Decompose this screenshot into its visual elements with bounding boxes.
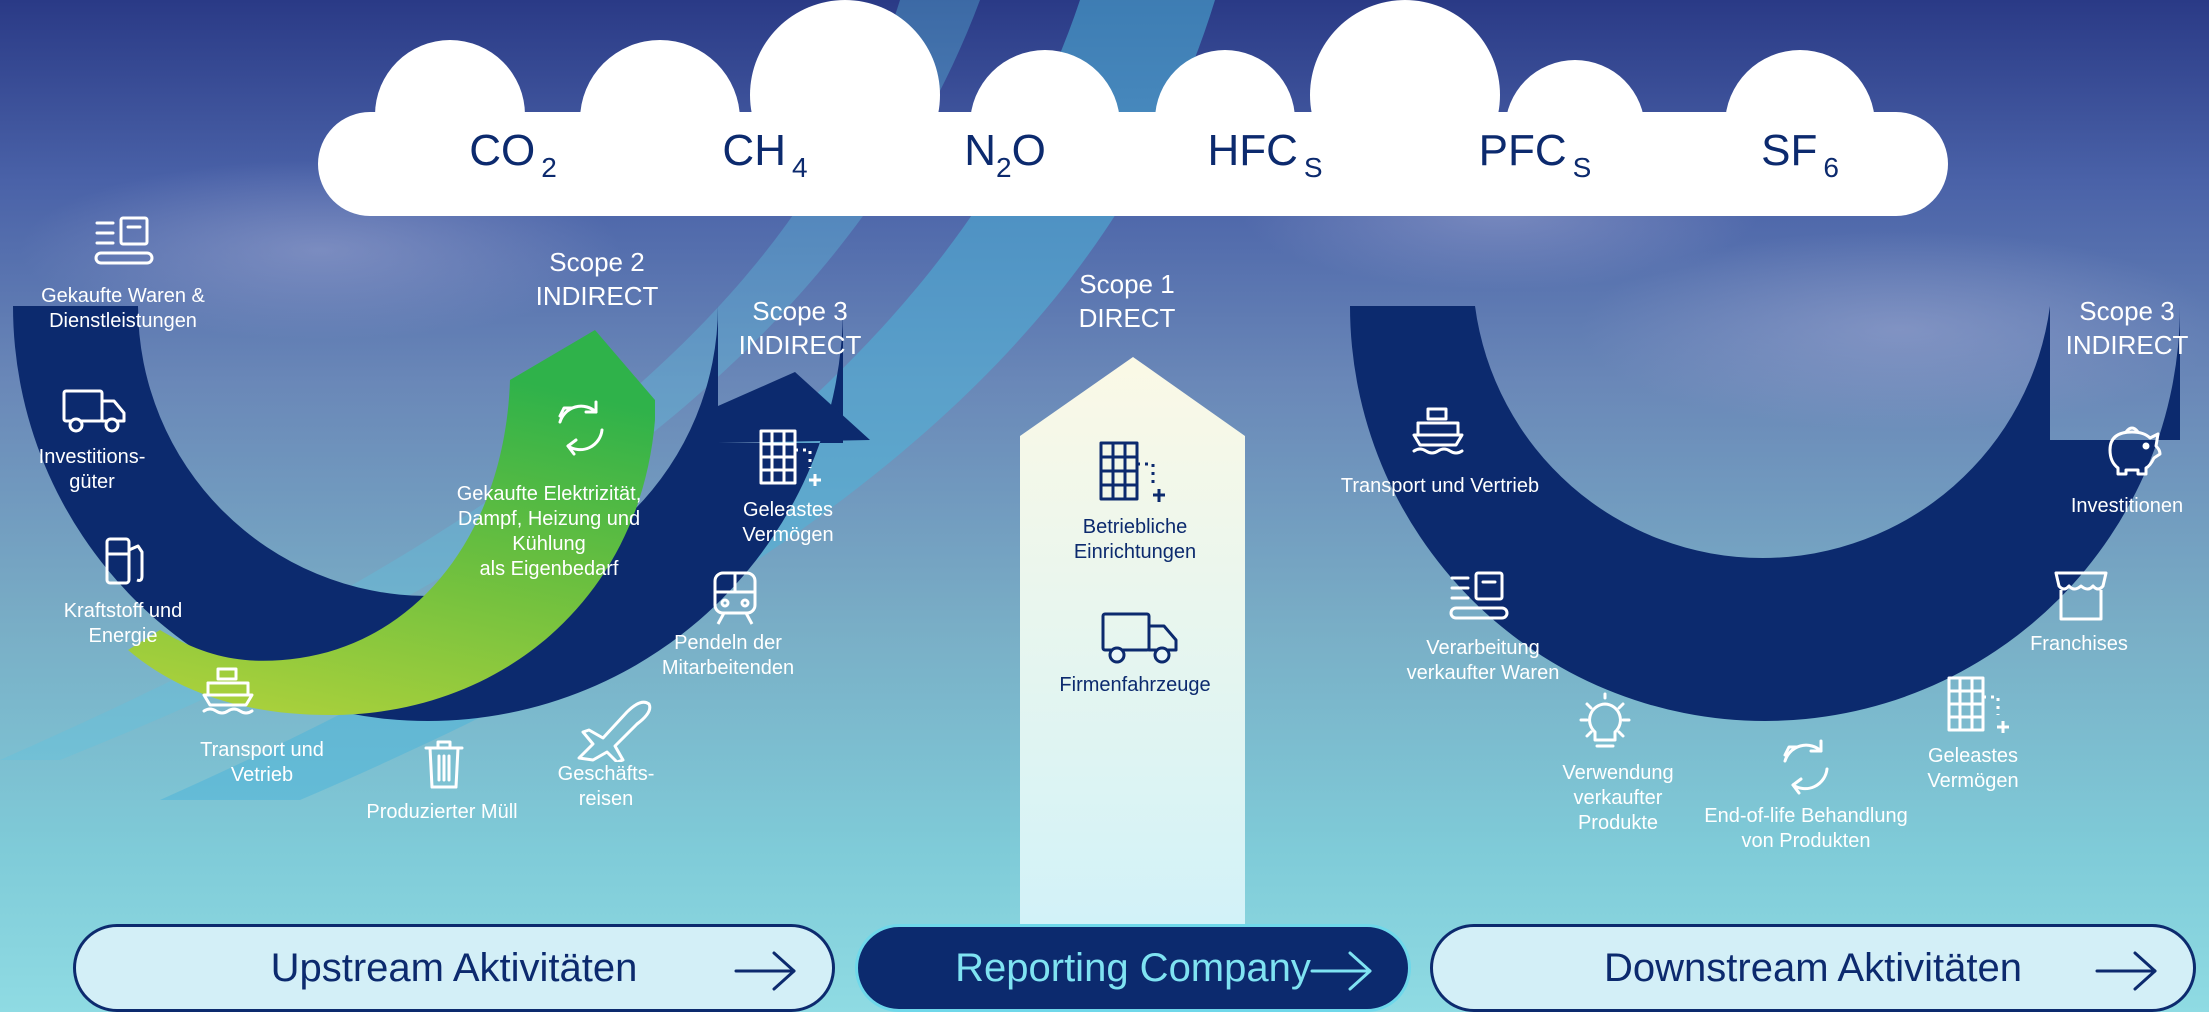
- recycle-icon: [558, 400, 604, 456]
- geleastes-upstream-label: Geleastes Vermögen: [742, 499, 834, 546]
- endoflife-label: End-of-life Behandlung von Produkten: [1704, 805, 1908, 852]
- building-plus-icon: [1099, 441, 1165, 502]
- transport-downstream-label: Transport und Vertrieb: [1340, 475, 1540, 497]
- fuel-pump-icon: [105, 537, 144, 585]
- upstream-ring: [13, 306, 843, 721]
- upstream-button[interactable]: Upstream Aktivitäten: [73, 924, 835, 1012]
- gas-cloud: [318, 0, 1948, 216]
- ship-icon: [202, 667, 254, 715]
- piggy-bank-icon: [2108, 426, 2162, 476]
- muell-label: Produzierter Müll: [366, 801, 518, 823]
- upstream-ring-tip: [718, 372, 870, 443]
- pendeln-label: Pendeln der Mitarbeitenden: [661, 632, 795, 679]
- verarbeitung-label: Verarbeitung verkaufter Waren: [1406, 637, 1560, 684]
- laptop-list-icon: [1449, 571, 1509, 620]
- downstream-ring: [1350, 306, 2180, 721]
- reporting-company-button[interactable]: Reporting Company: [855, 924, 1411, 1012]
- verwendung-label: Verwendung verkaufter Produkte: [1562, 762, 1674, 834]
- gas-n2o: N2O: [964, 126, 1046, 183]
- laptop-list-icon: [94, 216, 154, 265]
- geschaeftsreisen-label: Geschäfts- reisen: [557, 763, 655, 810]
- building-plus-icon: [1947, 676, 2009, 733]
- downstream-button-label: Downstream Aktivitäten: [1604, 945, 2022, 990]
- decorative-ribbon: [160, 0, 1215, 800]
- ship-icon: [1412, 407, 1464, 455]
- trash-icon: [424, 740, 464, 789]
- investitionen-label: Investitionen: [2070, 495, 2184, 517]
- storefront-icon: [2054, 571, 2108, 621]
- arrow-right-icon: [734, 951, 796, 991]
- reporting-company-button-label: Reporting Company: [955, 945, 1311, 990]
- gekaufte-waren-label: Gekaufte Waren & Dienstleistungen: [41, 285, 205, 332]
- kraftstoff-label: Kraftstoff und Energie: [63, 600, 183, 647]
- building-plus-icon: [759, 429, 821, 486]
- geleastes-downstream-label: Geleastes Vermögen: [1927, 745, 2019, 792]
- upstream-button-label: Upstream Aktivitäten: [270, 945, 638, 990]
- scope2-band: [128, 330, 655, 715]
- scope1-arrow: [1020, 357, 1245, 924]
- einrichtungen-label: Betriebliche Einrichtungen: [1073, 516, 1197, 563]
- sky-haze: [1580, 230, 2209, 430]
- airplane-icon: [577, 700, 652, 762]
- franchises-label: Franchises: [2030, 633, 2128, 655]
- arrow-right-icon: [2095, 951, 2157, 991]
- truck-icon: [1101, 612, 1178, 664]
- downstream-button[interactable]: Downstream Aktivitäten: [1430, 924, 2196, 1012]
- arrow-right-icon: [1310, 951, 1372, 991]
- recycle-icon: [1783, 739, 1829, 795]
- train-icon: [713, 571, 757, 625]
- fahrzeuge-label: Firmenfahrzeuge: [1059, 674, 1211, 696]
- truck-icon: [62, 389, 126, 433]
- elektrizitaet-label: Gekaufte Elektrizität, Dampf, Heizung un…: [456, 483, 642, 580]
- transport-upstream-label: Transport und Vetrieb: [200, 739, 324, 786]
- investitionsgueter-label: Investitions- güter: [38, 446, 146, 493]
- lightbulb-icon: [1579, 692, 1631, 748]
